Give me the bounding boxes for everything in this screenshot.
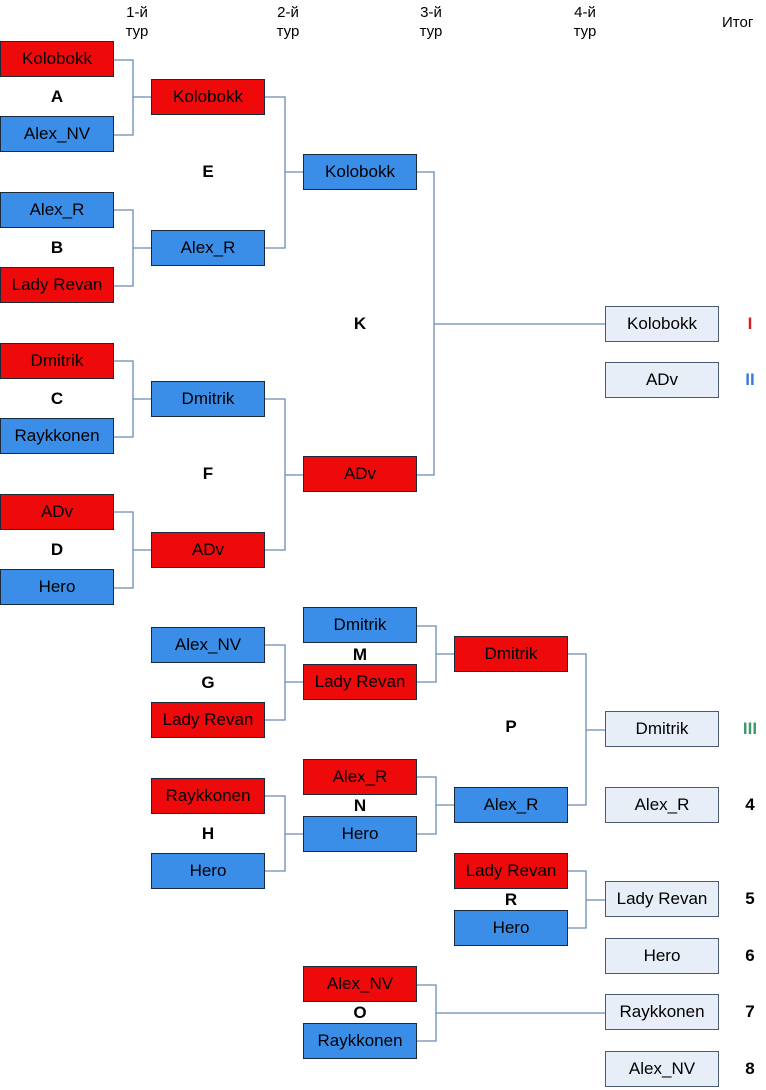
player-box: Hero bbox=[303, 816, 417, 852]
player-box: ADv bbox=[0, 494, 114, 530]
round-1-header-line2: тур bbox=[125, 23, 149, 40]
player-box: Kolobokk bbox=[303, 154, 417, 190]
round-4-header-line1: 4-й bbox=[574, 4, 596, 21]
round-2-header-line2: тур bbox=[276, 23, 300, 40]
rank-marker: I bbox=[747, 314, 753, 333]
player-box: Kolobokk bbox=[151, 79, 265, 115]
round-3-header-line2: тур bbox=[419, 23, 443, 40]
rank-marker: 6 bbox=[745, 946, 755, 965]
match-label: M bbox=[352, 645, 368, 664]
player-box: Dmitrik bbox=[151, 381, 265, 417]
round-4-header: 4-й тур bbox=[555, 3, 615, 41]
player-box: Raykkonen bbox=[0, 418, 114, 454]
player-box: Dmitrik bbox=[0, 343, 114, 379]
match-label: E bbox=[202, 162, 214, 181]
rank-marker: II bbox=[745, 370, 755, 389]
player-box: Dmitrik bbox=[454, 636, 568, 672]
rank-marker: 7 bbox=[745, 1002, 755, 1021]
match-label: A bbox=[50, 87, 64, 106]
player-box: Raykkonen bbox=[303, 1023, 417, 1059]
final-place-box: Kolobokk bbox=[605, 306, 719, 342]
final-place-box: Alex_NV bbox=[605, 1051, 719, 1087]
final-place-box: Raykkonen bbox=[605, 994, 719, 1030]
player-box: Alex_R bbox=[303, 759, 417, 795]
round-2-header: 2-й тур bbox=[258, 3, 318, 41]
final-place-box: Dmitrik bbox=[605, 711, 719, 747]
round-4-header-line2: тур bbox=[573, 23, 597, 40]
player-box: Lady Revan bbox=[0, 267, 114, 303]
player-box: Raykkonen bbox=[151, 778, 265, 814]
total-header: Итог bbox=[722, 14, 754, 31]
player-box: Alex_R bbox=[0, 192, 114, 228]
player-box: Alex_R bbox=[151, 230, 265, 266]
final-place-box: Hero bbox=[605, 938, 719, 974]
player-box: Kolobokk bbox=[0, 41, 114, 77]
rank-marker: 8 bbox=[745, 1059, 755, 1078]
match-label: N bbox=[353, 796, 367, 815]
final-place-box: ADv bbox=[605, 362, 719, 398]
player-box: Hero bbox=[454, 910, 568, 946]
player-box: Lady Revan bbox=[303, 664, 417, 700]
player-box: Alex_NV bbox=[151, 627, 265, 663]
player-box: Alex_R bbox=[454, 787, 568, 823]
match-label: F bbox=[202, 464, 214, 483]
match-label: G bbox=[201, 673, 215, 692]
round-3-header: 3-й тур bbox=[401, 3, 461, 41]
player-box: Lady Revan bbox=[151, 702, 265, 738]
player-box: Lady Revan bbox=[454, 853, 568, 889]
player-box: Hero bbox=[0, 569, 114, 605]
player-box: Dmitrik bbox=[303, 607, 417, 643]
round-3-header-line1: 3-й bbox=[420, 4, 442, 21]
round-1-header-line1: 1-й bbox=[126, 4, 148, 21]
match-label: K bbox=[353, 314, 367, 333]
match-label: B bbox=[50, 238, 64, 257]
player-box: Hero bbox=[151, 853, 265, 889]
round-2-header-line1: 2-й bbox=[277, 4, 299, 21]
final-place-box: Lady Revan bbox=[605, 881, 719, 917]
round-1-header: 1-й тур bbox=[107, 3, 167, 41]
match-label: R bbox=[504, 890, 518, 909]
player-box: Alex_NV bbox=[303, 966, 417, 1002]
rank-marker: 4 bbox=[745, 795, 755, 814]
match-label: D bbox=[50, 540, 64, 559]
player-box: Alex_NV bbox=[0, 116, 114, 152]
match-label: H bbox=[201, 824, 215, 843]
player-box: ADv bbox=[151, 532, 265, 568]
player-box: ADv bbox=[303, 456, 417, 492]
rank-marker: III bbox=[742, 719, 758, 738]
match-label: C bbox=[50, 389, 64, 408]
rank-marker: 5 bbox=[745, 889, 755, 908]
match-label: P bbox=[505, 717, 517, 736]
final-place-box: Alex_R bbox=[605, 787, 719, 823]
match-label: O bbox=[353, 1003, 367, 1022]
